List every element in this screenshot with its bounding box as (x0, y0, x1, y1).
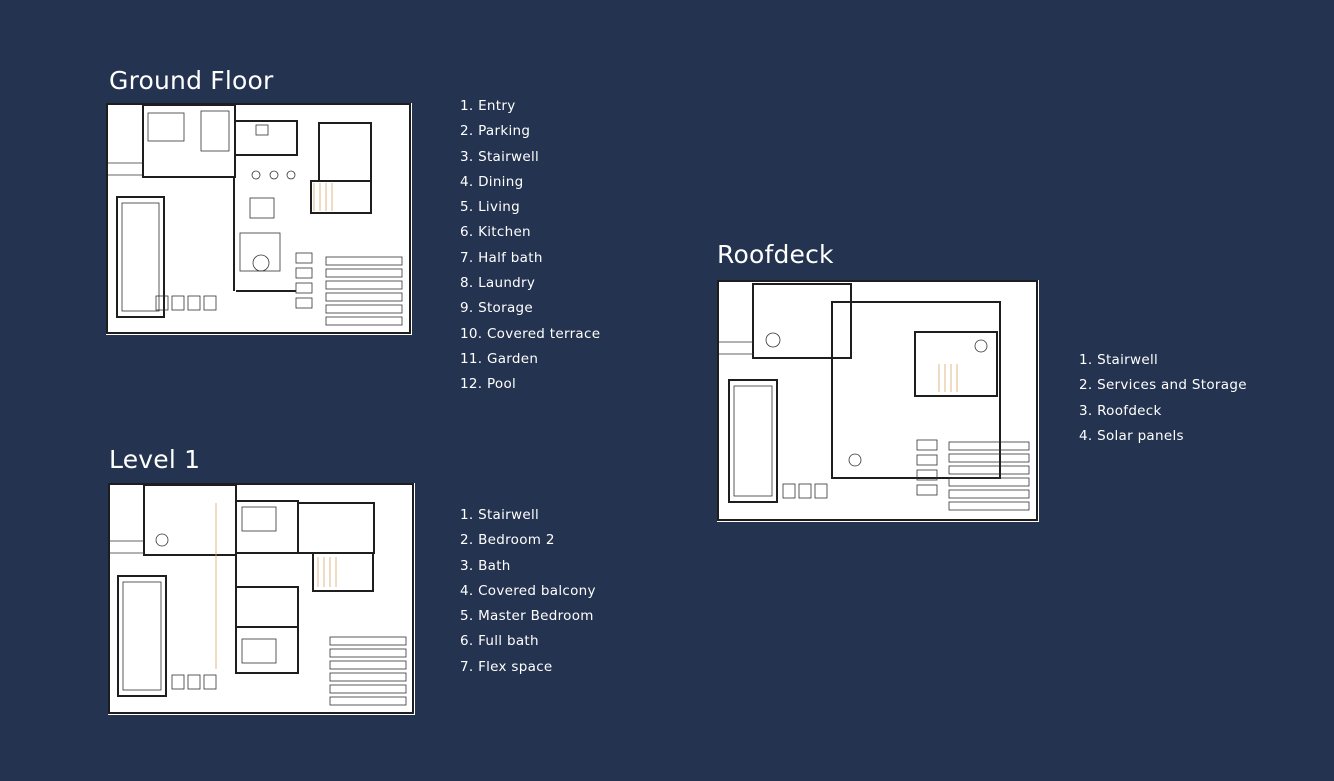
level1-legend: 1. Stairwell 2. Bedroom 2 3. Bath 4. Cov… (460, 503, 596, 680)
legend-item: 8. Laundry (460, 275, 536, 292)
roofdeck-title: Roofdeck (717, 240, 834, 269)
legend-item: 4. Solar panels (1079, 427, 1184, 444)
legend-item: 10. Covered terrace (460, 325, 601, 342)
roofdeck-plan (717, 280, 1039, 522)
roofdeck-plan-drawing (717, 280, 1038, 521)
ground-floor-plan (106, 103, 412, 335)
legend-item: 3. Roofdeck (1079, 402, 1162, 419)
level1-plan-drawing (108, 483, 414, 714)
legend-item: 7. Half bath (460, 249, 543, 266)
legend-item: 2. Parking (460, 123, 531, 140)
legend-item: 1. Stairwell (1079, 352, 1159, 368)
legend-item: 4. Covered balcony (460, 582, 596, 599)
roofdeck-legend: 1. Stairwell 2. Services and Storage 3. … (1079, 348, 1247, 449)
level1-title: Level 1 (109, 445, 201, 474)
legend-item: 5. Master Bedroom (460, 608, 594, 625)
legend-item: 12. Pool (460, 376, 517, 393)
legend-item: 6. Full bath (460, 633, 539, 650)
legend-item: 4. Dining (460, 173, 524, 190)
legend-item: 9. Storage (460, 300, 533, 317)
level1-plan (108, 483, 415, 715)
legend-item: 2. Bedroom 2 (460, 532, 555, 549)
legend-item: 11. Garden (460, 350, 539, 367)
legend-item: 3. Stairwell (460, 148, 540, 165)
legend-item: 2. Services and Storage (1079, 377, 1247, 394)
legend-item: 1. Stairwell (460, 507, 540, 523)
ground-floor-plan-drawing (106, 103, 411, 334)
legend-item: 1. Entry (460, 98, 516, 114)
ground-floor-legend: 1. Entry 2. Parking 3. Stairwell 4. Dini… (460, 94, 600, 398)
legend-item: 3. Bath (460, 557, 511, 574)
legend-item: 7. Flex space (460, 658, 553, 675)
legend-item: 6. Kitchen (460, 224, 531, 241)
legend-item: 5. Living (460, 199, 521, 216)
ground-floor-title: Ground Floor (109, 66, 274, 95)
